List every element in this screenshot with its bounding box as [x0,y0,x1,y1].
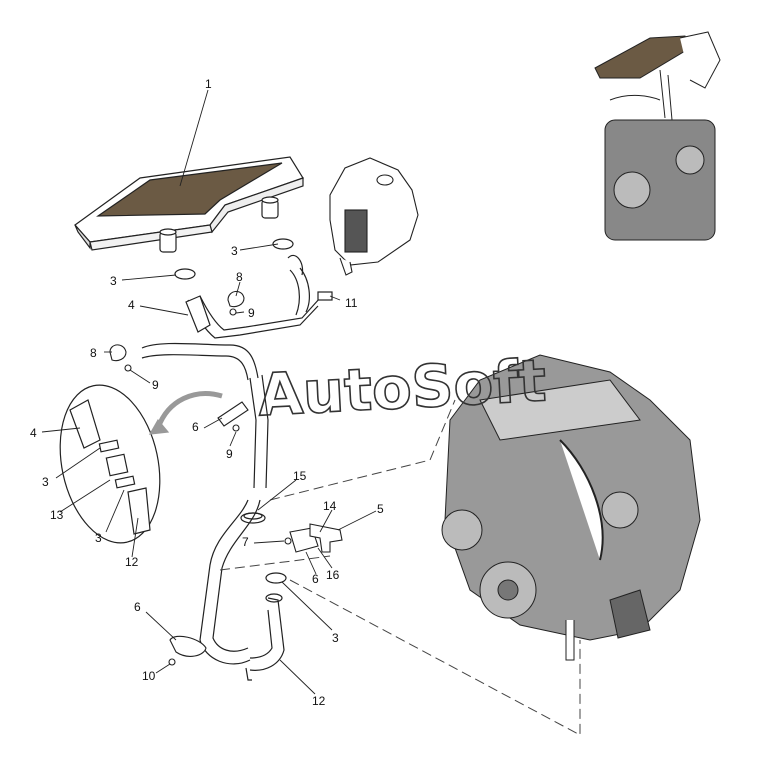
callout-7: 7 [242,535,249,549]
radiator [74,156,304,253]
engine-large [441,354,701,661]
callout-8: 8 [236,270,243,284]
callout-3: 3 [42,475,49,489]
callout-6: 6 [312,572,319,586]
engine-thumbnail [594,31,721,241]
callout-9: 9 [226,447,233,461]
small-parts [109,290,343,666]
callout-11: 11 [345,296,358,310]
detail-view [59,384,223,544]
hose-assembly [141,238,333,681]
callout-1: 1 [205,77,212,91]
callout-16: 16 [326,568,340,582]
leader-lines [41,89,377,695]
callout-3: 3 [332,631,339,645]
callout-8: 8 [90,346,97,360]
callout-3: 3 [231,244,238,258]
callout-3: 3 [95,531,102,545]
callout-9: 9 [152,378,159,392]
callout-3: 3 [110,274,117,288]
callout-15: 15 [293,469,307,483]
expansion-tank [329,157,419,276]
callout-6: 6 [134,600,141,614]
callout-4: 4 [128,298,135,312]
callout-numbers: 1 3 3 4 8 9 11 8 9 4 6 9 3 15 13 14 5 3 … [30,77,384,708]
callout-12: 12 [312,694,326,708]
callout-6: 6 [192,420,199,434]
callout-13: 13 [50,508,64,522]
callout-10: 10 [142,669,156,683]
guide-lines [219,399,581,736]
callout-12: 12 [125,555,139,569]
callout-14: 14 [323,499,337,513]
watermark: AutoSoft [256,346,548,429]
callout-5: 5 [377,502,384,516]
callout-9: 9 [248,306,255,320]
callout-4: 4 [30,426,37,440]
